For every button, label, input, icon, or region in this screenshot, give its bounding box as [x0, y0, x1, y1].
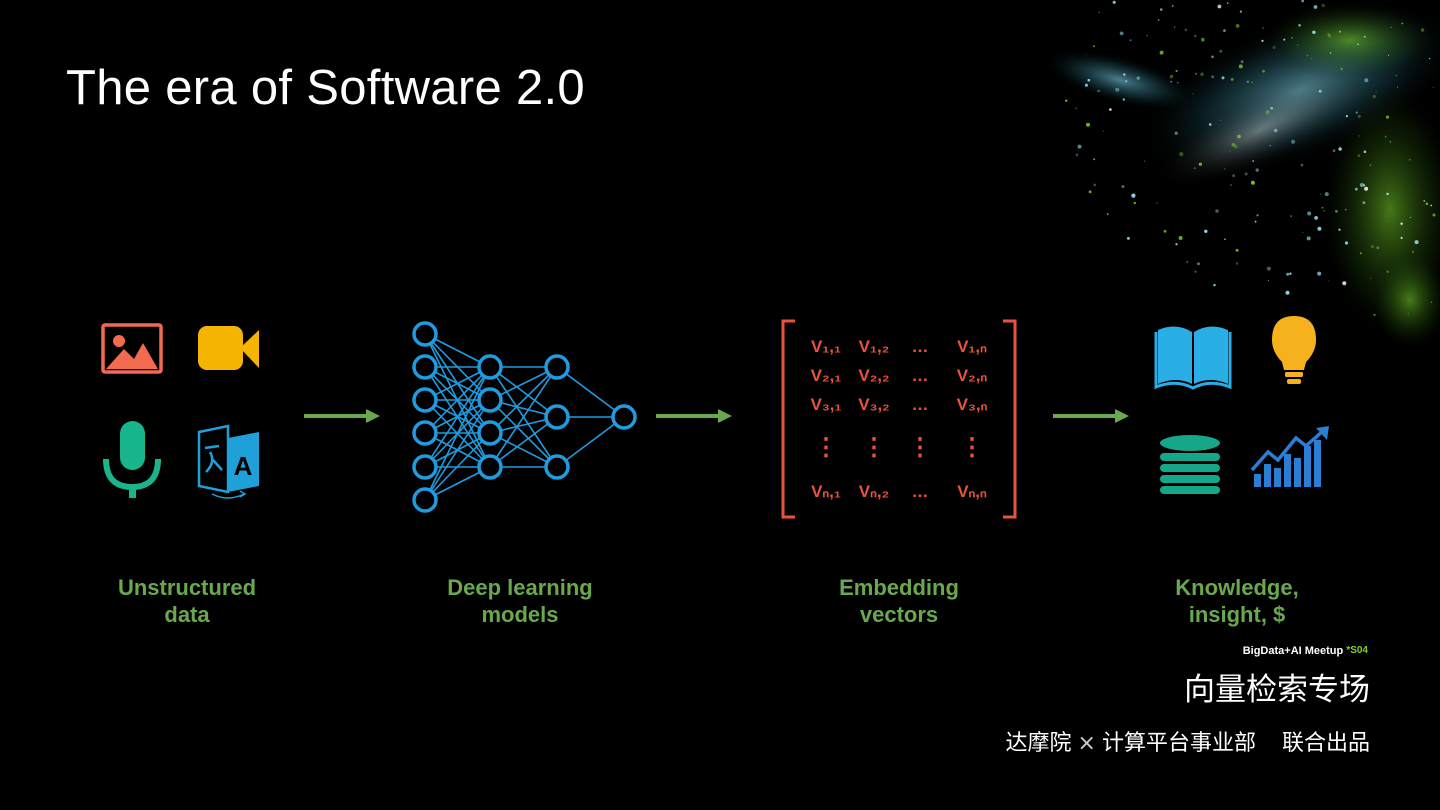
label-line: insight, $ — [1188, 602, 1286, 627]
label-line: Knowledge, — [1175, 575, 1299, 600]
database-icon — [1160, 435, 1220, 494]
matrix-cell: ⋮ — [862, 434, 886, 461]
matrix-cell: V₁,ₙ — [957, 337, 987, 356]
neuron — [544, 404, 570, 430]
neuron — [412, 420, 438, 446]
matrix-cell: V₁,₂ — [859, 337, 890, 356]
label-line: data — [164, 602, 210, 627]
neuron — [544, 354, 570, 380]
matrix-cell: V₂,ₙ — [957, 366, 988, 385]
matrix-cell: … — [912, 366, 929, 385]
matrix-cell: … — [912, 482, 929, 501]
credit-text: 联合出品 — [1281, 731, 1370, 756]
video-camera-icon — [198, 326, 259, 370]
meetup-season: *S04 — [1346, 645, 1368, 656]
neuron — [477, 454, 503, 480]
neuron — [477, 354, 503, 380]
label-line: vectors — [859, 602, 939, 627]
microphone-icon — [103, 421, 161, 498]
matrix-cell: V₃,₂ — [858, 395, 889, 414]
org-2: 计算平台事业部 — [1101, 731, 1256, 756]
separator: × — [1077, 731, 1096, 756]
lightbulb-icon — [1272, 316, 1316, 384]
slide-title: The era of Software 2.0 — [66, 61, 585, 115]
arrow-1 — [304, 409, 380, 423]
matrix-brackets — [781, 319, 1017, 519]
growth-chart-icon — [1250, 426, 1329, 487]
embedding-matrix: V₁,₁ V₁,₂ … V₁,ₙV₂,₁ V₂,₂ … V₂,ₙV₃,₁ V₃,₂ … V₃,ₙ ⋮… — [811, 337, 988, 501]
meetup-name: BigData+AI Meetup — [1242, 645, 1344, 657]
matrix-cell: ⋮ — [814, 434, 838, 461]
label-knowledge-insight: Knowledge, insight, $ — [1117, 574, 1357, 628]
matrix-cell: Vₙ,₂ — [859, 482, 889, 501]
arrow-3 — [1053, 409, 1129, 423]
arrow-2 — [656, 409, 732, 423]
footer-credits: 达摩院×计算平台事业部联合出品 — [1006, 725, 1370, 757]
translate-icon: A — [197, 424, 259, 499]
label-unstructured-data: Unstructured data — [67, 574, 307, 628]
book-icon — [1154, 326, 1232, 390]
neural-network-icon — [412, 321, 637, 513]
label-deep-learning-models: Deep learning models — [400, 574, 640, 628]
neuron — [477, 420, 503, 446]
neuron — [544, 454, 570, 480]
matrix-cell: ⋮ — [960, 434, 984, 461]
session-title: 向量检索专场 — [1184, 672, 1370, 708]
neuron — [412, 454, 438, 480]
neuron — [412, 487, 438, 513]
label-line: Unstructured — [117, 575, 257, 600]
svg-text:A: A — [234, 451, 253, 481]
neuron — [412, 387, 438, 413]
matrix-cell: … — [912, 337, 929, 356]
image-icon — [101, 323, 163, 374]
matrix-cell: V₂,₁ — [811, 366, 842, 385]
neuron — [611, 404, 637, 430]
label-embedding-vectors: Embedding vectors — [779, 574, 1019, 628]
label-line: models — [481, 602, 559, 627]
neuron — [412, 321, 438, 347]
label-line: Embedding — [839, 575, 959, 600]
label-line: Deep learning — [447, 575, 593, 600]
matrix-cell: Vₙ,₁ — [811, 482, 841, 501]
matrix-cell: Vₙ,ₙ — [957, 482, 987, 501]
matrix-cell: V₁,₁ — [811, 337, 841, 356]
org-1: 达摩院 — [1005, 731, 1072, 756]
matrix-cell: V₃,ₙ — [957, 395, 988, 414]
meetup-badge: BigData+AI Meetup *S04 — [1243, 645, 1368, 657]
neuron — [477, 387, 503, 413]
matrix-cell: V₃,₁ — [811, 395, 842, 414]
neuron — [412, 354, 438, 380]
matrix-cell: … — [912, 395, 929, 414]
matrix-cell: V₂,₂ — [858, 366, 889, 385]
matrix-cell: ⋮ — [908, 434, 932, 461]
